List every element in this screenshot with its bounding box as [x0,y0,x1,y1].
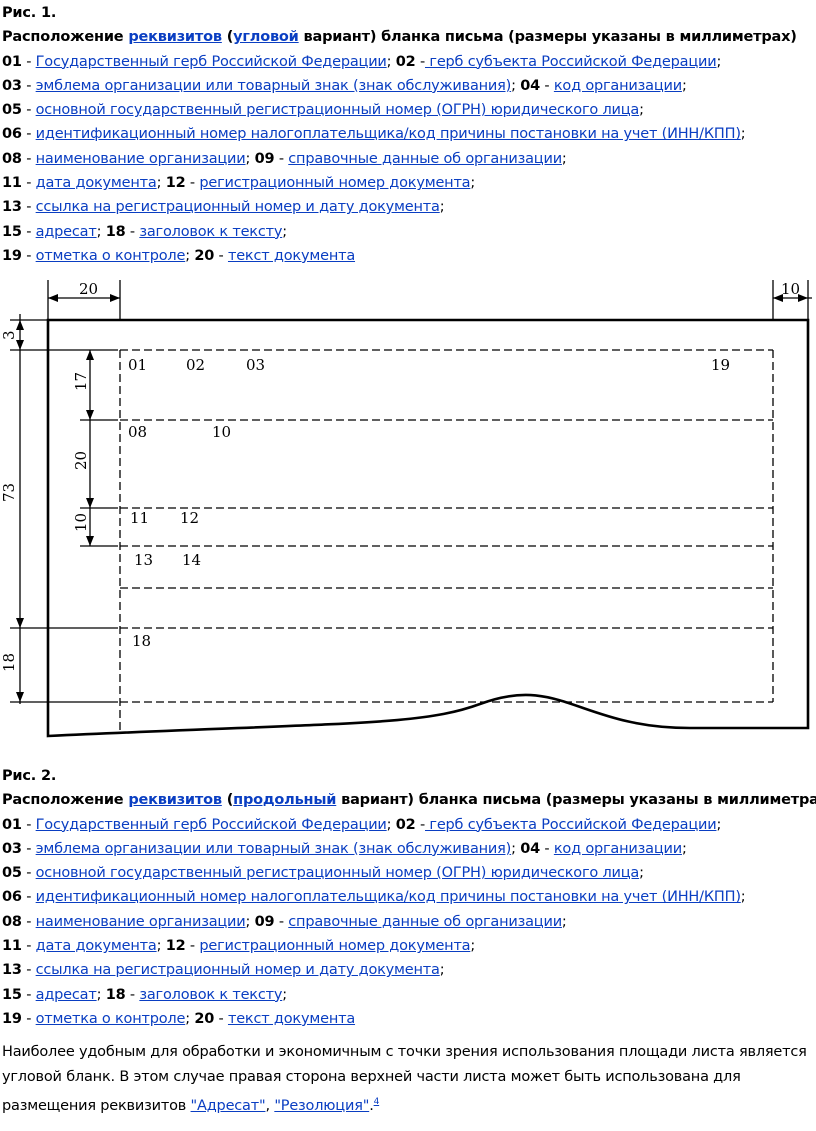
legend-row: 13 - ссылка на регистрационный номер и д… [2,199,445,216]
link-ogrn[interactable]: основной государственный регистрационный… [35,102,640,119]
legend-row: 01 - Государственный герб Российской Фед… [2,53,722,70]
link-adresat[interactable]: адресат [35,223,97,240]
link-spravochnye[interactable]: справочные данные об организации [288,150,562,167]
dim-label-10-top: 10 [781,280,800,298]
figure-1-title: Расположение реквизитов (угловой вариант… [2,29,797,46]
dim-label-17: 17 [72,372,90,391]
link-kod-organizacii[interactable]: код организации [553,840,682,857]
legend-row: 15 - адресат; 18 - заголовок к тексту; [2,986,287,1003]
field-02: 02 [186,356,205,374]
link-gerb-subekta[interactable]: герб субъекта Российской Федерации [425,816,717,833]
link-ssylka[interactable]: ссылка на регистрационный номер и дату д… [35,199,440,216]
link-reg-nomer[interactable]: регистрационный номер документа [199,938,471,955]
field-11: 11 [130,509,149,527]
link-kod-organizacii[interactable]: код организации [553,77,682,94]
link-otmetka[interactable]: отметка о контроле [35,1010,186,1027]
link-tekst-dokumenta[interactable]: текст документа [227,247,356,264]
link-naimenovanie[interactable]: наименование организации [35,150,246,167]
link-tekst-dokumenta[interactable]: текст документа [227,1010,356,1027]
link-adresat-quote[interactable]: "Адресат" [190,1097,266,1114]
figure-1-heading: Рис. 1. [2,5,57,21]
link-spravochnye[interactable]: справочные данные об организации [288,913,562,930]
link-emblema[interactable]: эмблема организации или товарный знак (з… [35,840,512,857]
figure-2-title: Расположение реквизитов (продольный вари… [2,792,816,809]
field-03: 03 [246,356,265,374]
field-14: 14 [182,551,201,569]
link-rekvizity-2[interactable]: реквизитов [128,792,222,809]
legend-row: 01 - Государственный герб Российской Фед… [2,816,722,833]
legend-row: 05 - основной государственный регистраци… [2,102,644,119]
sheet-outline [46,318,810,738]
link-gerb-rf[interactable]: Государственный герб Российской Федераци… [35,53,387,70]
legend-row: 05 - основной государственный регистраци… [2,865,644,882]
link-gerb-rf[interactable]: Государственный герб Российской Федераци… [35,816,387,833]
dim-label-18: 18 [0,653,18,672]
legend-row: 15 - адресат; 18 - заголовок к тексту; [2,223,287,240]
dim-label-20-top: 20 [79,280,98,298]
legend-row: 11 - дата документа; 12 - регистрационны… [2,175,476,192]
link-rezolyuciya-quote[interactable]: "Резолюция" [274,1097,370,1114]
field-12: 12 [180,509,199,527]
link-ogrn[interactable]: основной государственный регистрационный… [35,865,640,882]
field-18: 18 [132,632,151,650]
link-emblema[interactable]: эмблема организации или товарный знак (з… [35,77,512,94]
legend-row: 19 - отметка о контроле; 20 - текст доку… [2,1010,356,1027]
link-gerb-subekta[interactable]: герб субъекта Российской Федерации [425,53,717,70]
link-zagolovok[interactable]: заголовок к тексту [139,986,283,1003]
link-naimenovanie[interactable]: наименование организации [35,913,246,930]
letterhead-layout-diagram: 20 10 3 73 18 17 20 10 01 02 03 19 08 10… [0,280,812,738]
link-otmetka[interactable]: отметка о контроле [35,247,186,264]
legend-row: 13 - ссылка на регистрационный номер и д… [2,962,445,979]
legend-row: 19 - отметка о контроле; 20 - текст доку… [2,247,356,264]
legend-row: 03 - эмблема организации или товарный зн… [2,840,687,857]
field-19: 19 [711,356,730,374]
dim-label-10-side: 10 [72,513,90,532]
figure-1-caption: Рис. 1. Расположение реквизитов (угловой… [2,1,797,268]
legend-row: 06 - идентификационный номер налогоплате… [2,889,746,906]
link-inn-kpp[interactable]: идентификационный номер налогоплательщик… [35,889,741,906]
link-adresat[interactable]: адресат [35,986,97,1003]
link-reg-nomer[interactable]: регистрационный номер документа [199,175,471,192]
legend-row: 06 - идентификационный номер налогоплате… [2,126,746,143]
link-rekvizity[interactable]: реквизитов [128,29,222,46]
dim-label-73: 73 [0,483,18,502]
field-10: 10 [212,423,231,441]
link-ssylka[interactable]: ссылка на регистрационный номер и дату д… [35,962,440,979]
legend-row: 08 - наименование организации; 09 - спра… [2,913,567,930]
link-prodolnyy[interactable]: продольный [233,792,337,809]
legend-row: 03 - эмблема организации или товарный зн… [2,77,687,94]
link-inn-kpp[interactable]: идентификационный номер налогоплательщик… [35,126,741,143]
figure-2-caption: Рис. 2. Расположение реквизитов (продоль… [2,764,816,1031]
body-paragraph: Наиболее удобным для обработки и экономи… [2,1044,807,1114]
dim-label-20-side: 20 [72,451,90,470]
legend-row: 08 - наименование организации; 09 - спра… [2,150,567,167]
link-zagolovok[interactable]: заголовок к тексту [139,223,283,240]
field-13: 13 [134,551,153,569]
link-data-dokumenta[interactable]: дата документа [35,175,157,192]
field-01: 01 [128,356,147,374]
dim-label-3: 3 [0,330,18,340]
link-uglovoy[interactable]: угловой [233,29,299,46]
link-data-dokumenta[interactable]: дата документа [35,938,157,955]
field-08: 08 [128,423,147,441]
footnote-link[interactable]: 4 [373,1097,380,1107]
legend-row: 11 - дата документа; 12 - регистрационны… [2,938,476,955]
figure-2-heading: Рис. 2. [2,768,57,784]
